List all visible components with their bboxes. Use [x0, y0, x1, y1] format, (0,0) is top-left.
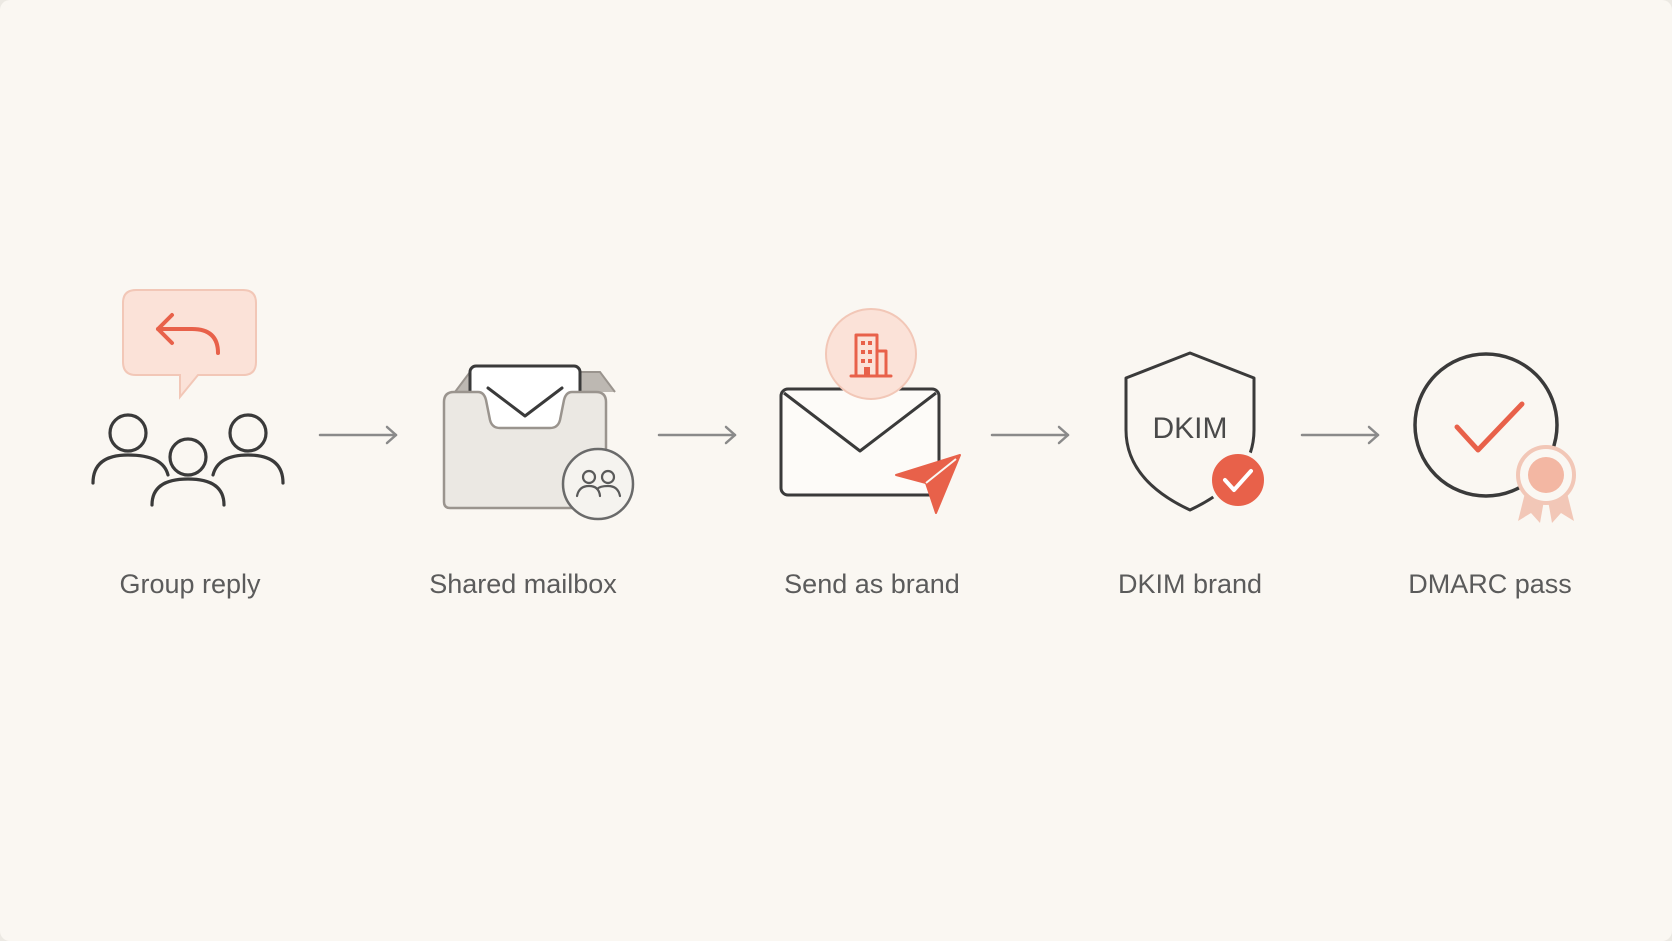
arrow-icon	[318, 425, 398, 445]
check-badge-icon	[1208, 450, 1268, 510]
people-icon	[91, 413, 285, 507]
dkim-badge-text: DKIM	[1153, 412, 1228, 445]
dkim-shield-icon: DKIM	[1124, 351, 1268, 512]
arrow-icon	[1300, 425, 1380, 445]
checkmark-icon	[1454, 401, 1525, 453]
users-badge-icon	[561, 447, 635, 521]
dmarc-pass-icon	[1413, 352, 1576, 523]
group-reply-icon	[91, 289, 285, 507]
step-label-dmarc-pass: DMARC pass	[1408, 569, 1572, 599]
arrow-icon	[990, 425, 1070, 445]
step-label-group-reply: Group reply	[119, 569, 261, 599]
send-as-brand-icon	[779, 308, 961, 514]
award-ribbon-icon	[1516, 445, 1576, 523]
paper-plane-icon	[895, 454, 961, 514]
step-label-dkim-brand: DKIM brand	[1117, 569, 1263, 599]
reply-arrow-icon	[156, 313, 220, 355]
speech-bubble-icon	[122, 289, 257, 400]
step-label-send-as-brand: Send as brand	[784, 569, 960, 599]
building-icon	[825, 308, 917, 400]
arrow-icon	[657, 425, 737, 445]
circle-icon	[1413, 352, 1559, 498]
step-label-shared-mailbox: Shared mailbox	[429, 569, 617, 599]
shared-mailbox-icon	[442, 364, 635, 521]
